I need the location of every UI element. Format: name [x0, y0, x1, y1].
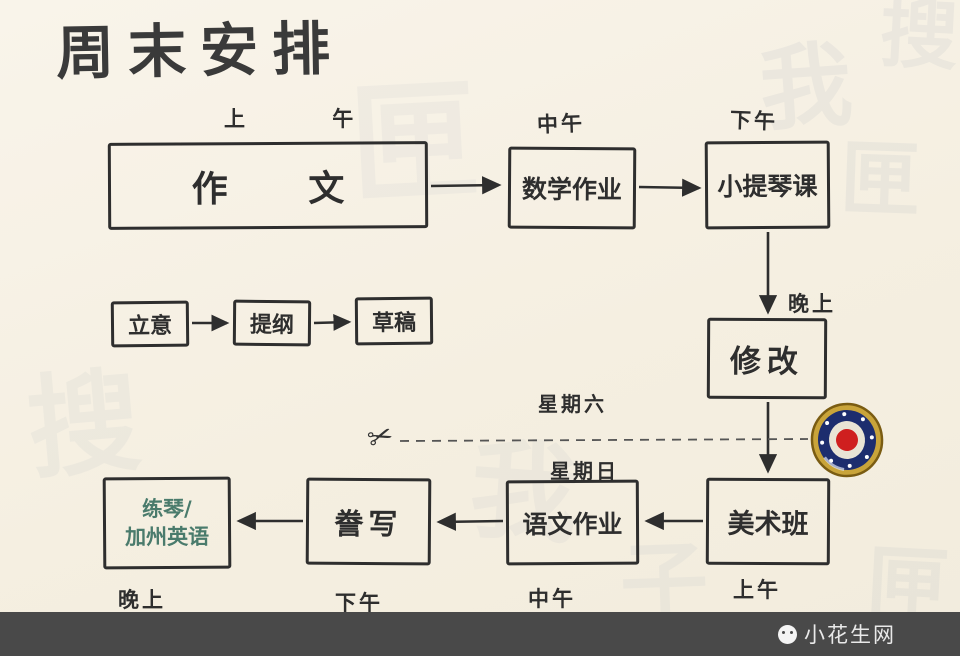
- arrow-math-to-violin: [638, 178, 702, 197]
- medal-badge-sticker: [810, 402, 884, 478]
- node-piano-line1: 练琴/: [141, 496, 192, 521]
- node-violin-lesson: 小提琴课: [704, 140, 831, 230]
- label-morning-bottom: 上午: [733, 578, 781, 602]
- arrow-composition-to-math: [430, 176, 502, 195]
- node-math-homework: 数学作业: [507, 146, 637, 230]
- label-morning-top: 上 午: [224, 107, 394, 131]
- node-transcribe: 誊写: [305, 477, 432, 566]
- scissors-icon: ✂: [363, 416, 398, 459]
- label-evening-right: 晚上: [788, 292, 836, 316]
- watermark-glyph: 搜: [22, 356, 146, 496]
- node-draft: 草稿: [354, 296, 434, 346]
- label-sunday: 星期日: [550, 459, 619, 483]
- page-title: 周末安排: [55, 14, 345, 88]
- peanut-logo-icon: [778, 624, 797, 644]
- watermark-glyph: 匣: [838, 131, 922, 228]
- label-afternoon-top: 下午: [729, 108, 779, 134]
- node-composition: 作 文: [107, 141, 429, 230]
- node-concept: 立意: [110, 300, 190, 348]
- node-revise: 修改: [706, 317, 828, 400]
- arrow-outline-to-draft: [313, 314, 352, 331]
- bottom-site-bar: 小花生网: [0, 612, 960, 656]
- node-outline: 提纲: [232, 299, 312, 347]
- node-art-class: 美术班: [705, 477, 831, 566]
- label-afternoon-bottom: 下午: [335, 591, 383, 615]
- node-piano-english: 练琴/ 加州英语: [102, 476, 232, 570]
- site-name: 小花生网: [804, 623, 896, 647]
- label-noon-bottom: 中午: [528, 587, 576, 611]
- node-chinese-homework: 语文作业: [505, 479, 640, 566]
- watermark-glyph: 搜: [877, 0, 960, 82]
- node-piano-line2: 加州英语: [125, 524, 210, 550]
- label-saturday: 星期六: [538, 392, 607, 416]
- cut-line-saturday-sunday: [399, 438, 809, 442]
- arrow-chinese-to-transcribe: [436, 512, 504, 531]
- label-noon-top: 中午: [536, 111, 586, 137]
- label-evening-bottom: 晚上: [118, 588, 166, 612]
